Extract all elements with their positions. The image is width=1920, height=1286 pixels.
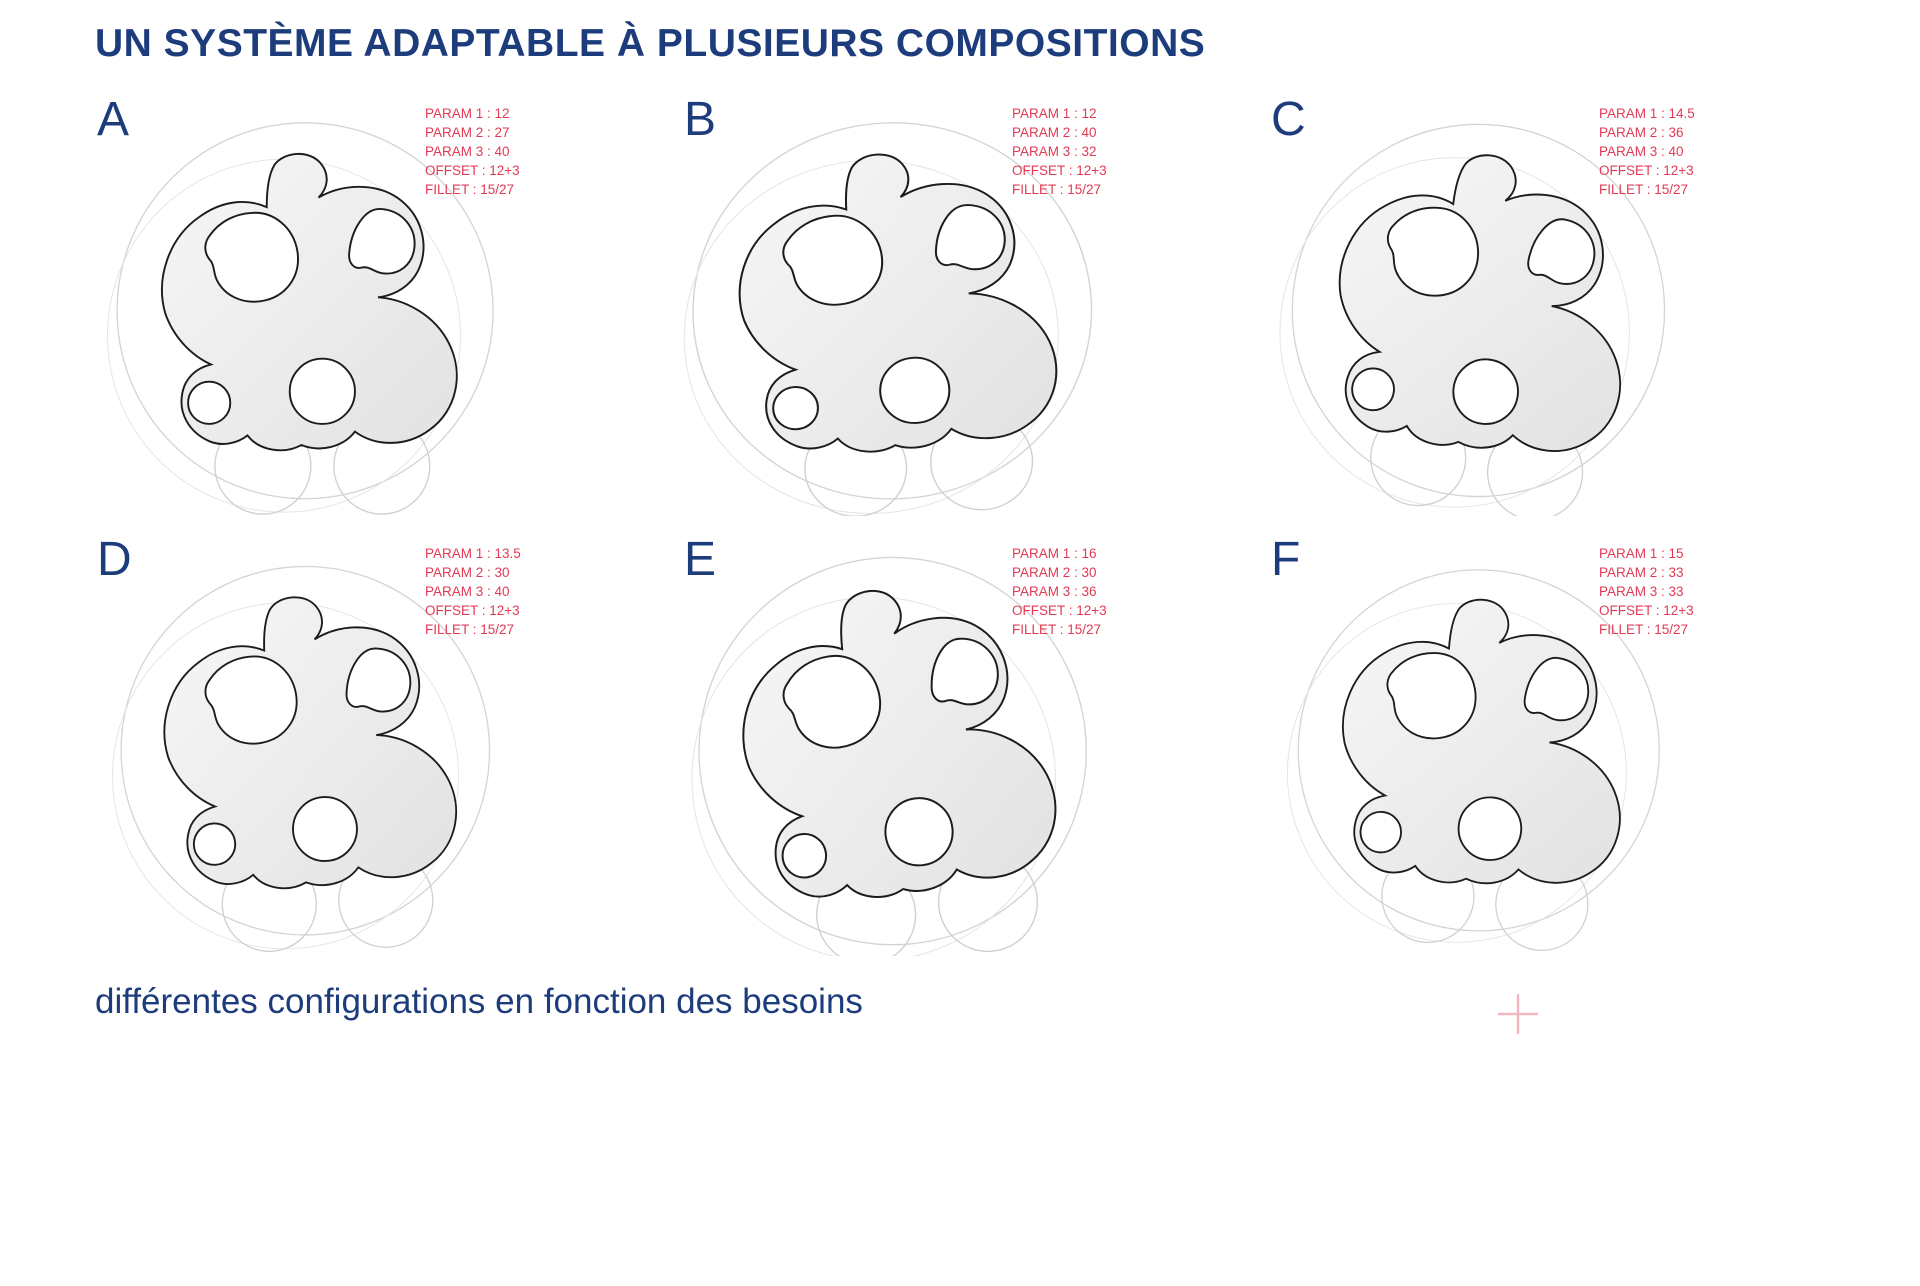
param-line: FILLET : 15/27 xyxy=(1599,622,1689,637)
panel-d: D PARAM 1 : 13.5 PARAM 2 : 30 PARAM 3 : … xyxy=(95,536,656,962)
param-line: OFFSET : 12+3 xyxy=(1599,163,1694,178)
page-title: UN SYSTÈME ADAPTABLE À PLUSIEURS COMPOSI… xyxy=(95,22,1206,65)
registration-cross-icon xyxy=(1498,994,1538,1034)
panel-label-d: D xyxy=(97,533,132,586)
param-line: FILLET : 15/27 xyxy=(425,182,515,197)
param-line: PARAM 3 : 36 xyxy=(1012,584,1097,599)
param-line: OFFSET : 12+3 xyxy=(1012,603,1107,618)
param-line: OFFSET : 12+3 xyxy=(425,163,520,178)
panel-label-c: C xyxy=(1271,93,1306,146)
panel-params-d: PARAM 1 : 13.5 PARAM 2 : 30 PARAM 3 : 40… xyxy=(425,544,555,639)
param-line: PARAM 3 : 40 xyxy=(425,144,510,159)
panel-label-e: E xyxy=(684,533,717,586)
panel-f: F PARAM 1 : 15 PARAM 2 : 33 PARAM 3 : 33… xyxy=(1269,536,1830,962)
panel-label-a: A xyxy=(97,93,130,146)
panel-a: A PARAM 1 : 12 PARAM 2 : 27 PARAM 3 : 40… xyxy=(95,96,656,522)
panel-params-b: PARAM 1 : 12 PARAM 2 : 40 PARAM 3 : 32 O… xyxy=(1012,104,1142,199)
param-line: PARAM 1 : 14.5 xyxy=(1599,106,1695,121)
panel-label-f: F xyxy=(1271,533,1301,586)
param-line: OFFSET : 12+3 xyxy=(425,603,520,618)
param-line: FILLET : 15/27 xyxy=(425,622,515,637)
param-line: FILLET : 15/27 xyxy=(1012,182,1102,197)
panel-params-c: PARAM 1 : 14.5 PARAM 2 : 36 PARAM 3 : 40… xyxy=(1599,104,1729,199)
param-line: PARAM 2 : 36 xyxy=(1599,125,1684,140)
panel-c: C PARAM 1 : 14.5 PARAM 2 : 36 PARAM 3 : … xyxy=(1261,96,1830,522)
param-line: PARAM 1 : 12 xyxy=(1012,106,1097,121)
param-line: PARAM 1 : 13.5 xyxy=(425,546,521,561)
param-line: PARAM 2 : 40 xyxy=(1012,125,1097,140)
panel-e: E PARAM 1 : 16 PARAM 2 : 30 PARAM 3 : 36… xyxy=(674,536,1243,962)
param-line: PARAM 3 : 32 xyxy=(1012,144,1097,159)
panel-label-b: B xyxy=(684,93,717,146)
panel-b: B PARAM 1 : 12 PARAM 2 : 40 PARAM 3 : 32… xyxy=(674,96,1243,522)
param-line: PARAM 1 : 12 xyxy=(425,106,510,121)
param-line: OFFSET : 12+3 xyxy=(1012,163,1107,178)
param-line: PARAM 1 : 15 xyxy=(1599,546,1684,561)
footer-caption: différentes configurations en fonction d… xyxy=(95,982,863,1021)
param-line: FILLET : 15/27 xyxy=(1599,182,1689,197)
param-line: PARAM 1 : 16 xyxy=(1012,546,1097,561)
panels-grid: A PARAM 1 : 12 PARAM 2 : 27 PARAM 3 : 40… xyxy=(95,96,1830,962)
param-line: PARAM 3 : 33 xyxy=(1599,584,1684,599)
param-line: PARAM 2 : 30 xyxy=(1012,565,1097,580)
panel-params-f: PARAM 1 : 15 PARAM 2 : 33 PARAM 3 : 33 O… xyxy=(1599,544,1729,639)
param-line: PARAM 2 : 27 xyxy=(425,125,510,140)
param-line: PARAM 2 : 33 xyxy=(1599,565,1684,580)
param-line: PARAM 3 : 40 xyxy=(425,584,510,599)
param-line: PARAM 3 : 40 xyxy=(1599,144,1684,159)
panel-params-e: PARAM 1 : 16 PARAM 2 : 30 PARAM 3 : 36 O… xyxy=(1012,544,1142,639)
panel-params-a: PARAM 1 : 12 PARAM 2 : 27 PARAM 3 : 40 O… xyxy=(425,104,555,199)
param-line: OFFSET : 12+3 xyxy=(1599,603,1694,618)
param-line: PARAM 2 : 30 xyxy=(425,565,510,580)
param-line: FILLET : 15/27 xyxy=(1012,622,1102,637)
